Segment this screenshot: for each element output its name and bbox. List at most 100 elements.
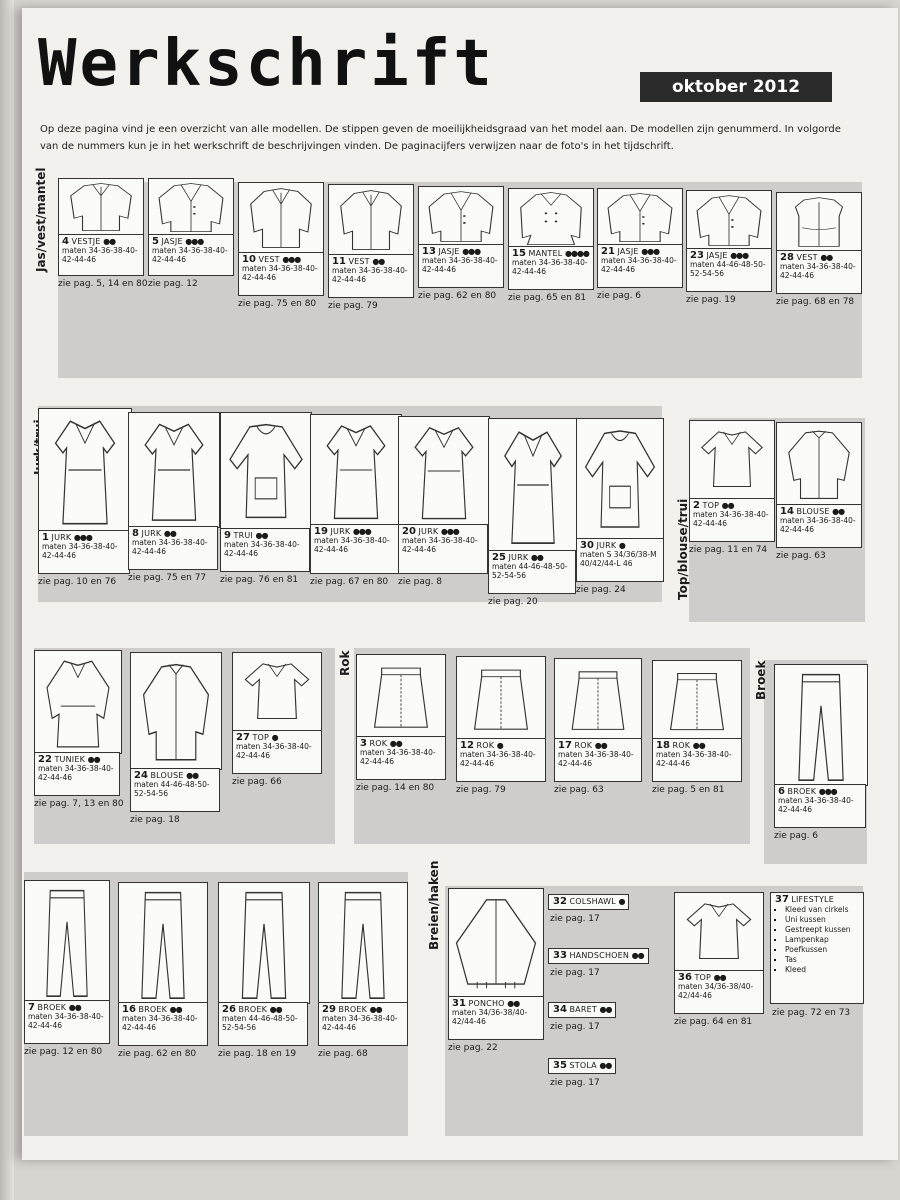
model-name: JURK xyxy=(330,527,351,536)
model-info: 12 ROK ●maten 34-36-38-40-42-44-46 xyxy=(456,738,546,782)
page-reference: zie pag. 68 xyxy=(318,1049,368,1059)
lifestyle-item: Lampenkap xyxy=(785,935,859,945)
model-number: 32 xyxy=(553,896,567,907)
trousers-sketch-icon xyxy=(118,882,208,1004)
model-info: 23 JASJE ●●●maten 44-46-48-50-52-54-56 xyxy=(686,248,772,292)
model-name: PONCHO xyxy=(468,999,505,1008)
model-name: BROEK xyxy=(338,1005,368,1014)
difficulty-dots: ● xyxy=(618,541,626,550)
vest-sketch-icon xyxy=(776,192,862,252)
skirt-sketch-icon xyxy=(356,654,446,738)
model-sizes: maten 44-46-48-50-52-54-56 xyxy=(690,260,766,278)
difficulty-dots: ●● xyxy=(631,951,645,960)
model-info: 2 TOP ●●maten 34-36-38-40-42-44-46 xyxy=(689,498,775,542)
jacket-sketch-icon xyxy=(418,186,504,246)
difficulty-dots: ●●● xyxy=(73,533,93,542)
model-number: 36 xyxy=(678,972,692,983)
page-reference: zie pag. 63 xyxy=(554,785,604,795)
model-sizes: maten 34-36-38-40-42-44-46 xyxy=(780,516,856,534)
jacket-sketch-icon xyxy=(597,188,683,246)
model-sizes: maten 34-36-38-40-42-44-46 xyxy=(778,796,854,814)
page-reference: zie pag. 17 xyxy=(550,1078,600,1088)
model-info: 36 TOP ●●maten 34/36-38/40-42/44-46 xyxy=(674,970,764,1014)
model-number: 1 xyxy=(42,532,49,543)
page-reference: zie pag. 20 xyxy=(488,597,538,607)
model-name: VESTJE xyxy=(71,237,101,246)
model-name: ROK xyxy=(476,741,495,750)
model-sizes: maten 34-36-38-40-42-44-46 xyxy=(122,1014,198,1032)
intro-paragraph: Op deze pagina vind je een overzicht van… xyxy=(40,124,841,152)
page-reference: zie pag. 65 en 81 xyxy=(508,293,587,303)
model-sizes: maten 34-36-38-40-42-44-46 xyxy=(152,246,228,264)
trousers-sketch-icon xyxy=(774,664,868,786)
page-reference: zie pag. 79 xyxy=(328,301,378,311)
model-number: 16 xyxy=(122,1004,136,1015)
page-reference: zie pag. 6 xyxy=(774,831,819,841)
model-info: 16 BROEK ●●maten 34-36-38-40-42-44-46 xyxy=(118,1002,208,1046)
lifestyle-box: 37 LIFESTYLEKleed van cirkelsUni kussenG… xyxy=(770,892,864,1004)
difficulty-dots: ●● xyxy=(369,1005,383,1014)
page-reference: zie pag. 22 xyxy=(448,1043,498,1053)
model-sizes: maten 34-36-38-40-42-44-46 xyxy=(38,764,114,782)
model-sizes: maten 34-36-38-40-42-44-46 xyxy=(242,264,318,282)
model-sizes: maten 44-46-48-50-52-54-56 xyxy=(222,1014,298,1032)
model-name: HANDSCHOEN xyxy=(569,951,630,960)
lifestyle-item: Tas xyxy=(785,955,859,965)
model-info: 26 BROEK ●●maten 44-46-48-50-52-54-56 xyxy=(218,1002,308,1046)
difficulty-dots: ●● xyxy=(820,253,833,262)
lifestyle-item: Gestreept kussen xyxy=(785,925,859,935)
cardigan-sketch-icon xyxy=(238,182,324,254)
jacket-sketch-icon xyxy=(148,178,234,236)
model-sizes: maten 34-36-38-40-42-44-46 xyxy=(224,540,300,558)
skirt-sketch-icon xyxy=(456,656,546,740)
trousers-sketch-icon xyxy=(24,880,110,1002)
page-reference: zie pag. 14 en 80 xyxy=(356,783,435,793)
cardigan-sketch-icon xyxy=(58,178,144,236)
difficulty-dots: ●●● xyxy=(818,787,838,796)
model-info: 5 JASJE ●●●maten 34-36-38-40-42-44-46 xyxy=(148,234,234,276)
difficulty-dots: ●●● xyxy=(730,251,749,260)
model-info: 6 BROEK ●●●maten 34-36-38-40-42-44-46 xyxy=(774,784,866,828)
section-label-top: Top/blouse/trui xyxy=(676,498,690,600)
top-sketch-icon xyxy=(232,652,322,732)
model-info: 18 ROK ●●maten 34-36-38-40-42-44-46 xyxy=(652,738,742,782)
model-number: 7 xyxy=(28,1002,35,1013)
section-label-jas: Jas/vest/mantel xyxy=(34,167,48,272)
model-number: 25 xyxy=(492,552,506,563)
model-sizes: maten 34-36-38-40-42-44-46 xyxy=(360,748,436,766)
page-reference: zie pag. 12 xyxy=(148,279,198,289)
section-label-broek: Broek xyxy=(754,660,768,700)
skirt-sketch-icon xyxy=(554,658,642,740)
difficulty-dots: ●●●● xyxy=(564,249,590,258)
model-sizes: maten 34-36-38-40-42-44-46 xyxy=(332,266,408,284)
model-sizes: maten 34-36-38-40-42-44-46 xyxy=(322,1014,398,1032)
model-sizes: maten 34-36-38-40-42-44-46 xyxy=(62,246,138,264)
model-sizes: maten 34/36-38/40-42/44-46 xyxy=(452,1008,528,1026)
dress-sketch-icon xyxy=(488,418,578,552)
difficulty-dots: ●● xyxy=(530,553,544,562)
page-reference: zie pag. 72 en 73 xyxy=(772,1008,851,1018)
difficulty-dots: ●● xyxy=(169,1005,183,1014)
model-number: 10 xyxy=(242,254,256,265)
model-name: VEST xyxy=(258,255,280,264)
model-number: 31 xyxy=(452,998,466,1009)
top-sketch-icon xyxy=(674,892,764,972)
dress-sketch-icon xyxy=(38,408,132,532)
model-number: 11 xyxy=(332,256,346,267)
model-name: JURK xyxy=(508,553,529,562)
accessory-label: 32 COLSHAWL ● xyxy=(548,894,630,910)
page-reference: zie pag. 11 en 74 xyxy=(689,545,768,555)
difficulty-dots: ●● xyxy=(87,755,101,764)
model-name: BROEK xyxy=(138,1005,168,1014)
model-number: 30 xyxy=(580,540,594,551)
model-number: 2 xyxy=(693,500,700,511)
difficulty-dots: ●● xyxy=(599,1061,612,1070)
difficulty-dots: ●● xyxy=(186,771,199,780)
model-info: 28 VEST ●●maten 34-36-38-40-42-44-46 xyxy=(776,250,862,294)
trousers-sketch-icon xyxy=(218,882,310,1004)
page-reference: zie pag. 18 xyxy=(130,815,180,825)
model-info: 14 BLOUSE ●●maten 34-36-38-40-42-44-46 xyxy=(776,504,862,548)
page-reference: zie pag. 10 en 76 xyxy=(38,577,117,587)
model-sizes: maten 34-36-38-40-42-44-46 xyxy=(132,538,208,556)
model-info: 29 BROEK ●●maten 34-36-38-40-42-44-46 xyxy=(318,1002,408,1046)
